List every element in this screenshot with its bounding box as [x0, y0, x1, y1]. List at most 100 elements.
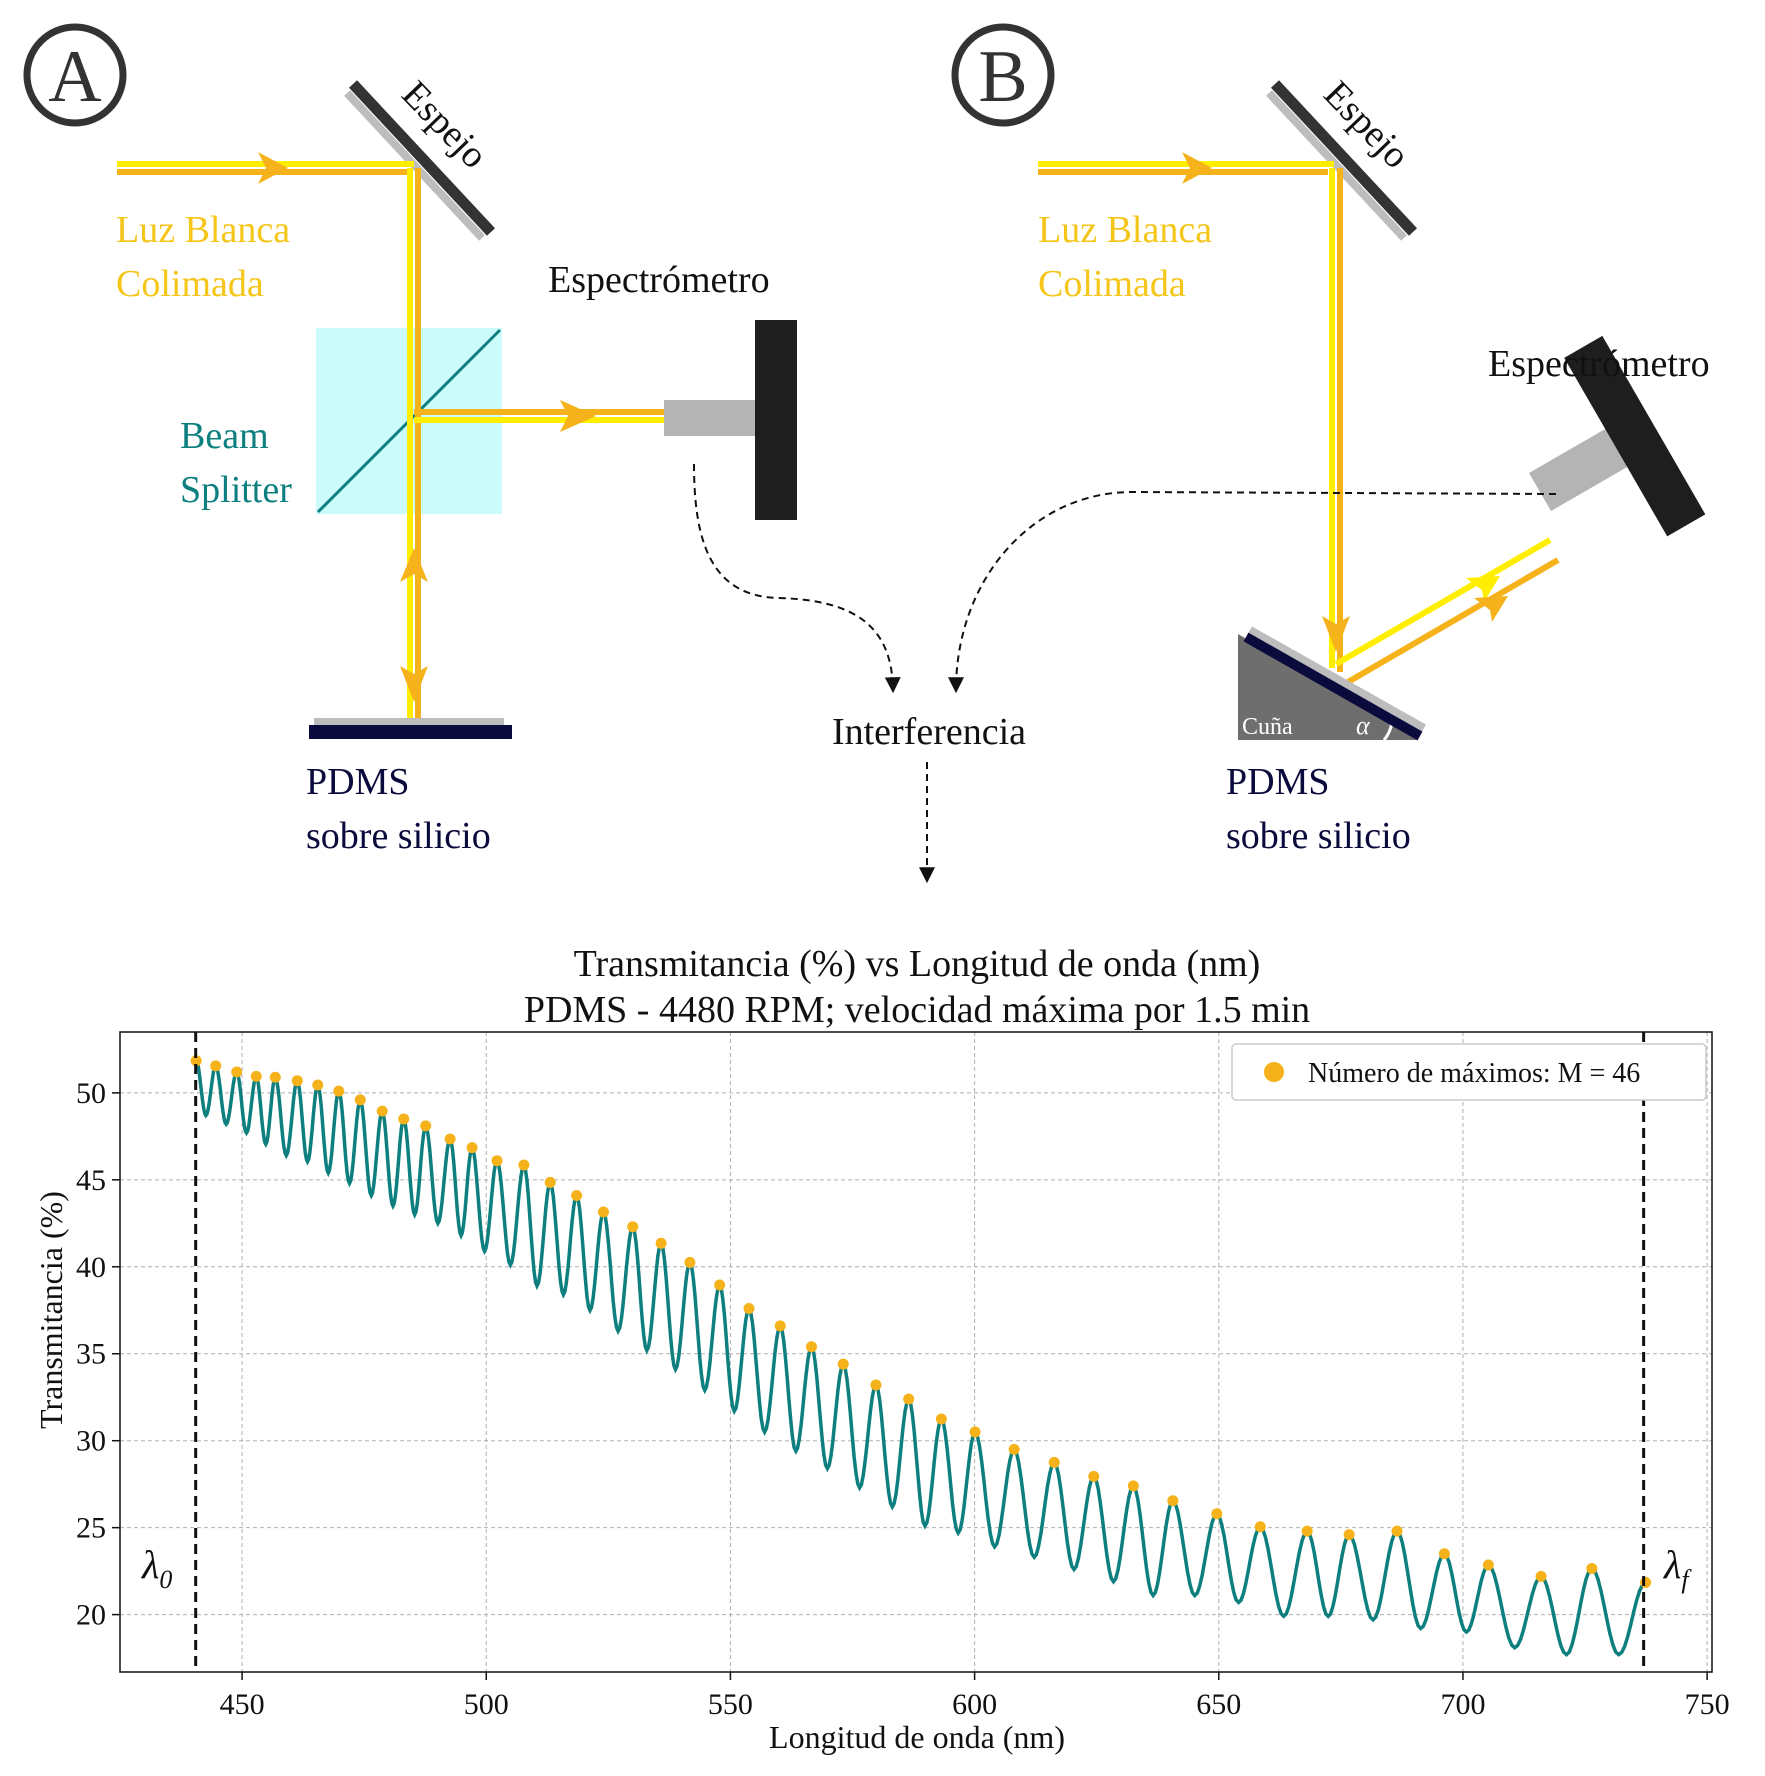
panel-a: A Espejo Beam Splitter: [23, 23, 797, 857]
y-tick-label: 50: [76, 1077, 106, 1110]
lambdaf-label: λf: [1663, 1542, 1692, 1594]
maximum-point: [655, 1237, 667, 1249]
maximum-point: [597, 1206, 609, 1218]
maximum-point: [420, 1120, 432, 1132]
y-tick-label: 40: [76, 1251, 106, 1284]
panel-a-marker: A: [48, 36, 101, 118]
dashed-arrow-from-a: [693, 463, 901, 694]
arrow-down-icon: [1322, 616, 1350, 652]
maximum-point: [805, 1341, 817, 1353]
beam-splitter-label-line1: Beam: [180, 415, 269, 457]
maximum-point: [1535, 1570, 1547, 1582]
maximum-point: [870, 1379, 882, 1391]
maximum-point: [190, 1055, 202, 1067]
panel-b-spectrometer-label: Espectrómetro: [1488, 343, 1710, 385]
maximum-point: [1088, 1470, 1100, 1482]
y-tick-label: 30: [76, 1425, 106, 1458]
maximum-point: [837, 1358, 849, 1370]
panel-b-spectrometer: [1529, 335, 1706, 537]
arrow-right-icon: [560, 400, 596, 432]
panel-b-marker: B: [978, 36, 1027, 118]
maximum-point: [333, 1085, 345, 1097]
legend: Número de máximos: M = 46: [1231, 1043, 1707, 1101]
maximum-point: [1482, 1559, 1494, 1571]
panel-b-sample: [1243, 626, 1426, 741]
x-axis-title: Longitud de onda (nm): [769, 1719, 1065, 1755]
panel-b-sample-label-line1: PDMS: [1226, 761, 1330, 803]
panel-a-side-beam: [414, 400, 664, 432]
x-tick-label: 600: [952, 1688, 997, 1721]
maximum-point: [291, 1075, 303, 1087]
lambda0-label: λ0: [141, 1542, 172, 1594]
maximum-point: [1640, 1576, 1652, 1588]
y-axis-title: Transmitancia (%): [33, 1191, 69, 1429]
panel-b-light-label-line2: Colimada: [1038, 263, 1186, 305]
maximum-point: [269, 1071, 281, 1083]
maximum-point: [571, 1189, 583, 1201]
legend-label: Número de máximos: M = 46: [1308, 1058, 1640, 1089]
panel-b: B Espejo Espectr: [951, 23, 1710, 857]
x-tick-label: 650: [1196, 1688, 1241, 1721]
maximum-point: [518, 1159, 530, 1171]
maximum-point: [774, 1320, 786, 1332]
x-tick-label: 550: [708, 1688, 753, 1721]
maximum-point: [491, 1155, 503, 1167]
maximum-point: [210, 1060, 222, 1072]
maximum-point: [376, 1105, 388, 1117]
panel-a-sample-label-line1: PDMS: [306, 761, 410, 803]
legend-marker-icon: [1264, 1062, 1284, 1082]
panel-a-mirror: [344, 80, 496, 241]
legend-box: [1231, 1043, 1707, 1101]
panel-b-reflected-beams: [1334, 537, 1560, 685]
maxima-layer: [190, 1055, 1652, 1588]
panel-a-light-label-line1: Luz Blanca: [116, 209, 290, 251]
angle-symbol: α: [1356, 711, 1371, 740]
panel-b-light-label-line1: Luz Blanca: [1038, 209, 1212, 251]
maximum-point: [743, 1303, 755, 1315]
maximum-point: [1048, 1456, 1060, 1468]
interference-label: Interferencia: [832, 711, 1026, 753]
maximum-point: [684, 1256, 696, 1268]
panel-a-incoming-beam: [117, 152, 414, 184]
maximum-point: [1343, 1529, 1355, 1541]
maximum-point: [1301, 1525, 1313, 1537]
maximum-point: [1586, 1563, 1598, 1575]
y-tick-label: 35: [76, 1338, 106, 1371]
x-tick-label: 750: [1685, 1688, 1730, 1721]
arrow-up-icon: [400, 548, 428, 582]
x-tick-label: 450: [220, 1688, 265, 1721]
arrow-upright-icon: [1474, 596, 1508, 622]
panel-b-incoming-beam: [1038, 152, 1334, 184]
chart: Transmitancia (%) vs Longitud de onda (n…: [33, 943, 1730, 1755]
panel-b-marker-circle: [951, 23, 1055, 127]
maximum-point: [627, 1221, 639, 1233]
panel-a-down-beam: [400, 168, 428, 718]
panel-a-sample: [309, 718, 512, 739]
arrow-down-icon: [400, 666, 428, 702]
maximum-point: [444, 1133, 456, 1145]
x-tick-label: 700: [1440, 1688, 1485, 1721]
curve-layer: [194, 1059, 1647, 1657]
panel-b-down-beam: [1322, 168, 1350, 672]
maximum-point: [1008, 1443, 1020, 1455]
x-tick-label: 500: [464, 1688, 509, 1721]
arrow-right-icon: [1182, 152, 1212, 184]
maximum-point: [544, 1176, 556, 1188]
maximum-point: [231, 1066, 243, 1078]
maximum-point: [354, 1094, 366, 1106]
maximum-point: [935, 1413, 947, 1425]
panel-a-spectrometer: [664, 320, 797, 520]
maximum-point: [1391, 1525, 1403, 1537]
maximum-point: [312, 1079, 324, 1091]
maximum-point: [398, 1113, 410, 1125]
y-tick-label: 25: [76, 1512, 106, 1545]
y-tick-label: 45: [76, 1164, 106, 1197]
chart-title-line1: Transmitancia (%) vs Longitud de onda (n…: [574, 943, 1261, 985]
dashed-arrow-from-b: [948, 490, 1557, 694]
grid: [120, 1032, 1712, 1672]
y-tick-label: 20: [76, 1599, 106, 1632]
maximum-point: [903, 1393, 915, 1405]
lambda-lines: [194, 1032, 1646, 1672]
panel-a-light-label-line2: Colimada: [116, 263, 264, 305]
